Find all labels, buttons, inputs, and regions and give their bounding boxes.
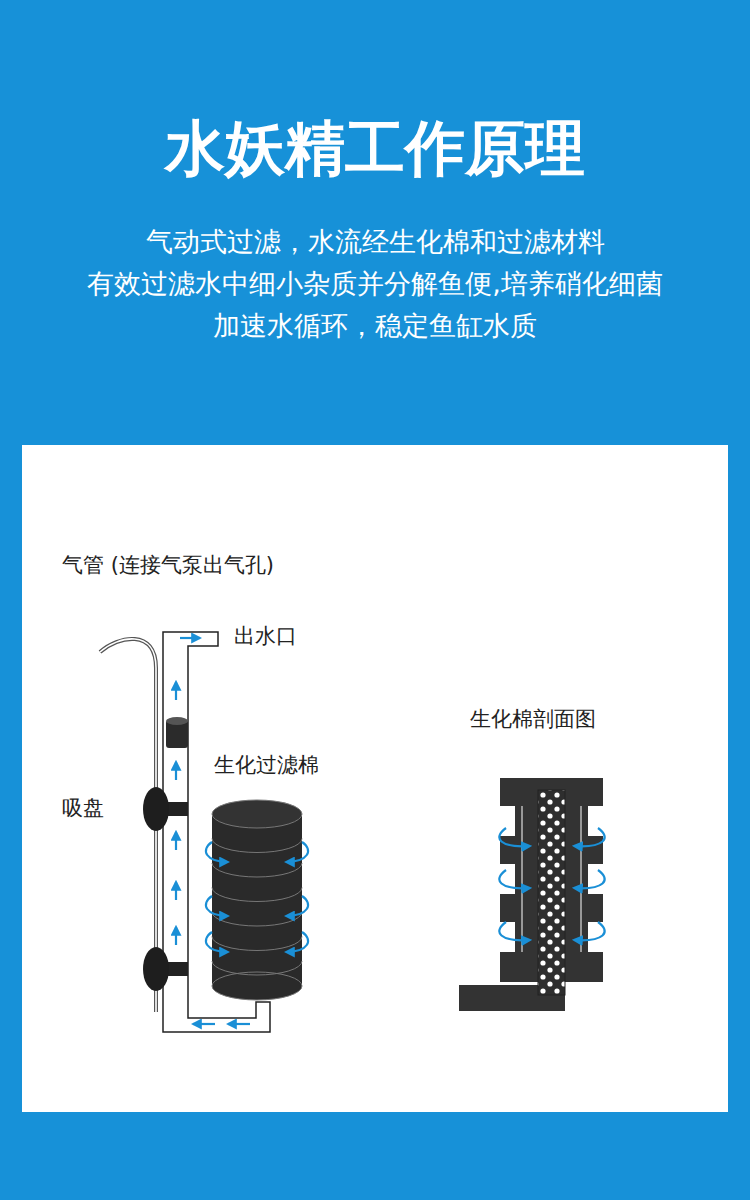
section-title: 生化棉剖面图: [470, 707, 596, 732]
subtitle-line: 气动式过滤，水流经生化棉和过滤材料: [0, 226, 750, 258]
page-title: 水妖精工作原理: [0, 112, 750, 184]
pipe-connector: [166, 717, 188, 748]
sponge-layer: [212, 863, 302, 877]
bio-sponge: [212, 800, 302, 1000]
sponge-layer: [212, 839, 302, 853]
part-label: 气管 (连接气泵出气孔): [62, 553, 274, 578]
subtitle-line: 有效过滤水中细小杂质并分解鱼便,培养硝化细菌: [0, 268, 750, 300]
part-label: 生化过滤棉: [214, 753, 319, 778]
sponge-layer: [212, 937, 302, 951]
part-label: 出水口: [234, 624, 297, 649]
sponge-cross-section: [459, 778, 603, 1011]
inflow-arrows: [206, 842, 308, 952]
part-label: 吸盘: [62, 796, 104, 821]
subtitle-line: 加速水循环，稳定鱼缸水质: [0, 310, 750, 342]
sponge-layer: [212, 961, 302, 975]
sponge-layer: [212, 912, 302, 926]
suction-cup: [143, 787, 188, 991]
section-arrows: [499, 828, 604, 940]
sponge-layer: [212, 888, 302, 902]
white-panel: [22, 445, 728, 1112]
